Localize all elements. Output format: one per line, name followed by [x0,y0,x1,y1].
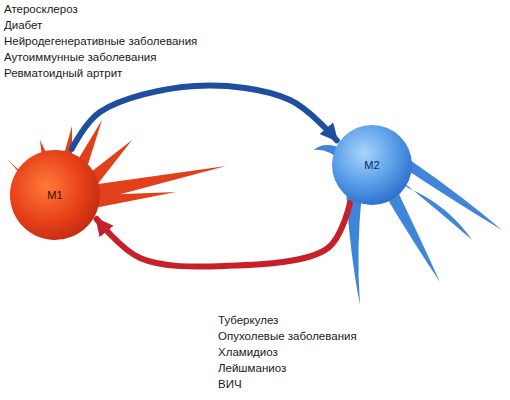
disease-list-item: Туберкулез [218,314,278,328]
disease-list-item: Аутоиммунные заболевания [4,51,156,65]
disease-list-item: Атеросклероз [4,3,78,17]
cell-label: M2 [364,159,379,171]
m1-macrophage: M1 [10,150,100,240]
disease-list-item: Диабет [4,19,42,33]
disease-list-item: Лейшманиоз [218,362,286,376]
process [404,160,502,230]
cell-body-circle [10,150,100,240]
transition-arrow [72,86,337,149]
cell-label: M1 [47,189,62,201]
disease-list-item: Нейродегенеративные заболевания [4,35,197,49]
m2-macrophage: M2 [332,125,412,205]
disease-list-item: Ревматоидный артрит [4,67,122,81]
transition-arrow [97,203,350,267]
disease-list-item: ВИЧ [218,378,242,392]
disease-list-item: Опухолевые заболевания [218,330,357,344]
cell-body-circle [332,125,412,205]
disease-list-item: Хламидиоз [218,346,278,360]
